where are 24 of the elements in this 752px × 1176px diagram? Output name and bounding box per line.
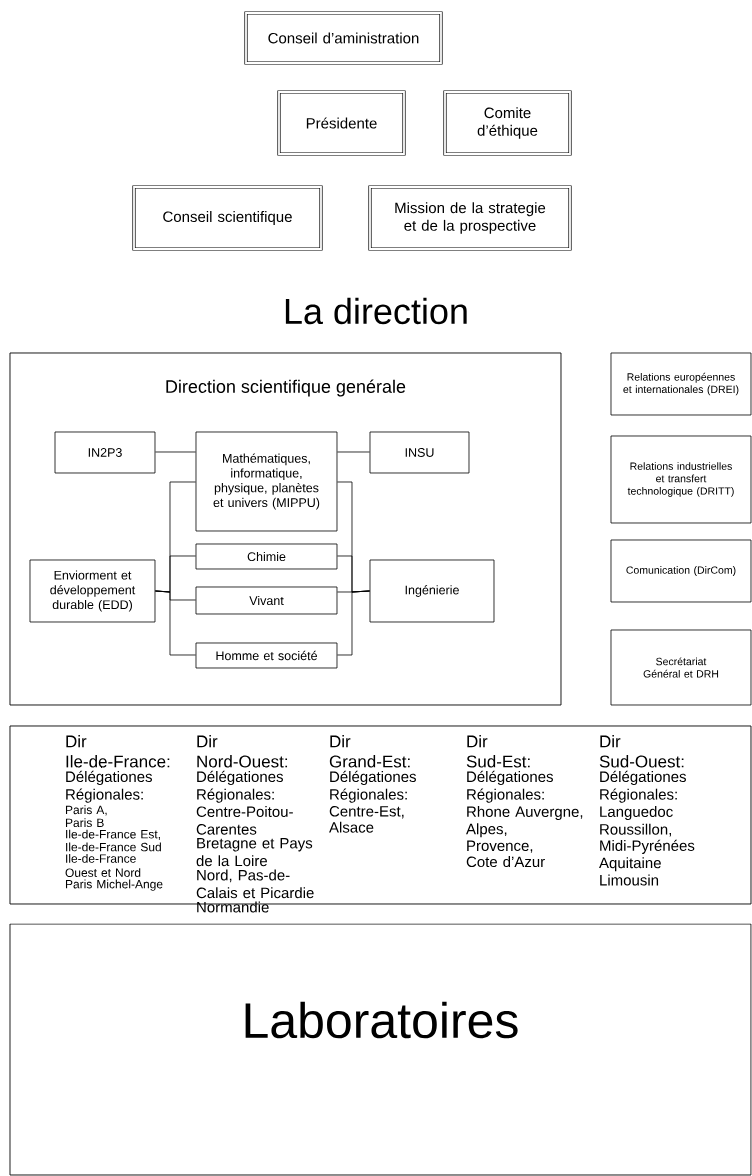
unit-box: INSU xyxy=(369,431,470,474)
department-box: Relations industrielles et transfert technologique (DRITT) xyxy=(610,435,752,524)
unit-box: Ingénierie xyxy=(369,559,495,623)
council-box: Conseil scientifique xyxy=(132,185,323,251)
connector-line xyxy=(155,590,196,656)
connector-line xyxy=(337,451,370,453)
connector-line xyxy=(155,451,196,453)
council-box: Conseil d’aministration xyxy=(244,11,443,65)
unit-box: Homme et société xyxy=(195,642,338,669)
unit-box: Mathématiques, informatique, physique, planètes et univers (MIPPU) xyxy=(195,431,338,532)
unit-box: IN2P3 xyxy=(54,431,156,474)
laboratories-panel: Laboratoires xyxy=(9,923,752,1176)
president-box: Présidente xyxy=(277,90,406,156)
section-heading: La direction xyxy=(285,297,467,325)
directorates-panel: Dir Ile-de-France: Délégationes Régionales: Paris A, Paris B Ile-de-France Est, Ile-de-France Sud Ile-de-France Ouest et Nord Paris Michel-Ange Dir Nord-Ouest: Délégationes Régionales: Centre-Poitou-Carentes Bretagne et Pays de la Loire Nord, Pas-de-Calais et Picardie Normandie Dir Grand-Est: Délégationes Régionales: Centre-Est, Alsace Dir Sud-Est: Délégationes Régionales: Rhone Auvergne, Alpes, Provence, Cote d’Azur Dir Sud-Ouest: Délégationes Régionales: Languedoc Roussillon, Midi-Pyrénées Aquitaine Limousin xyxy=(9,725,752,913)
department-box: Comunication (DirCom) xyxy=(610,539,752,603)
unit-box: Chimie xyxy=(195,543,338,570)
unit-box: Vivant xyxy=(195,586,338,615)
department-box: Secrétariat Général et DRH xyxy=(610,629,752,706)
committee-box: Comite d’éthique xyxy=(443,90,572,156)
department-box: Relations européennes et internationales (DREI) xyxy=(610,352,752,416)
mission-box: Mission de la strategie et de la prospective xyxy=(368,185,572,251)
unit-box: Enviorment et développement durable (EDD) xyxy=(29,559,156,623)
connector-line xyxy=(337,590,370,656)
